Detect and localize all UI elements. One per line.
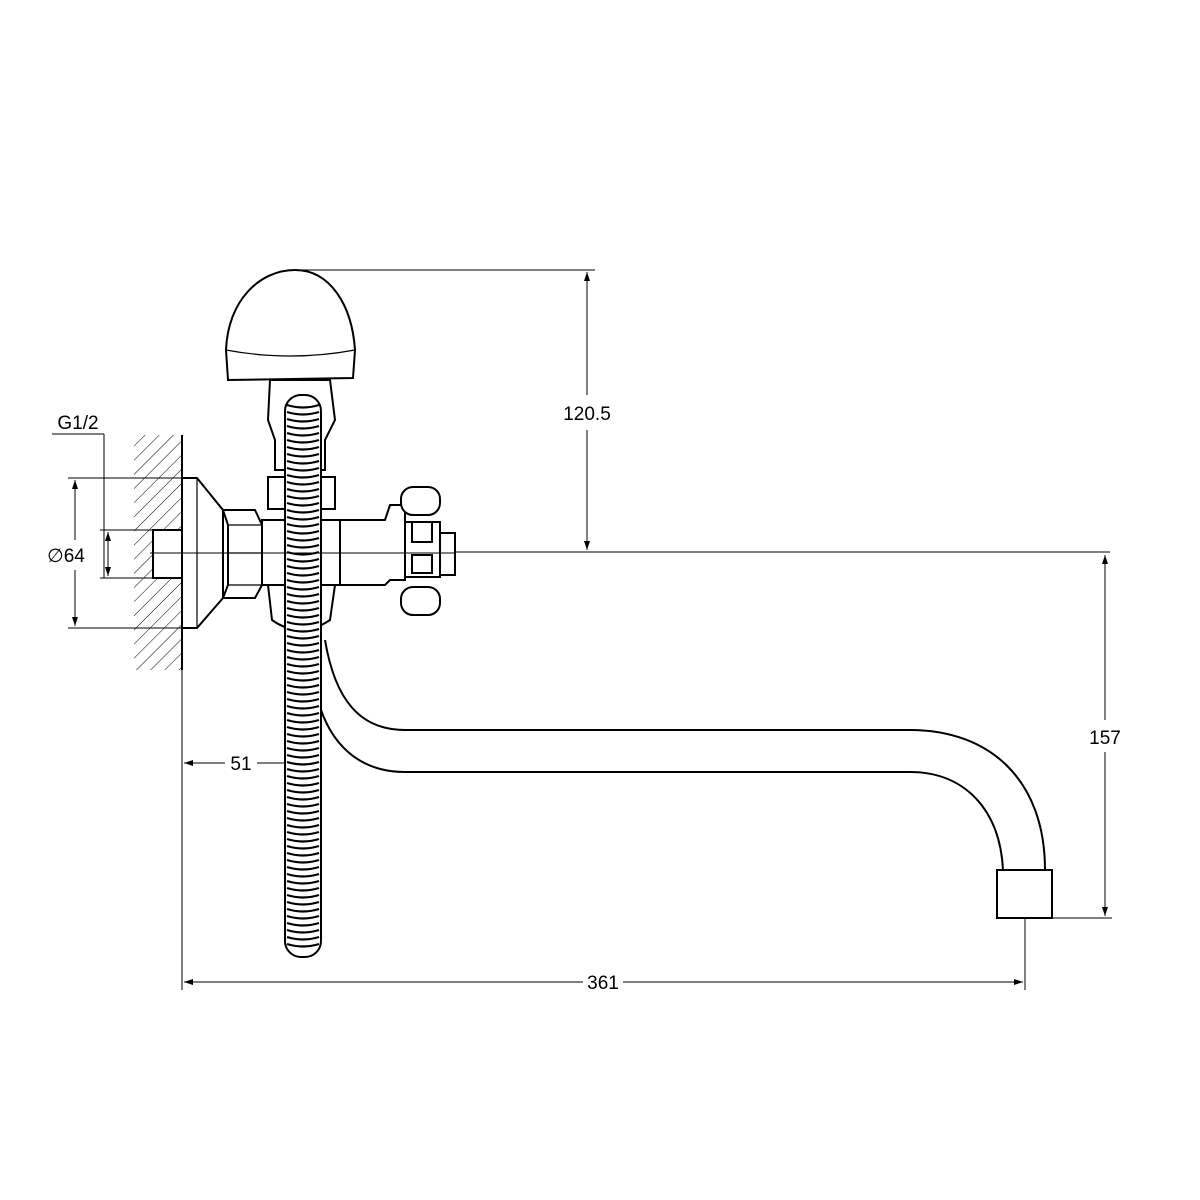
hose-coil [286,753,320,759]
hose-coil [286,683,320,689]
label-thread: G1/2 [57,413,98,434]
hose-coil [286,410,320,416]
dim-wall-offset [181,670,285,990]
hose-coil [286,501,320,507]
hose-coil [286,886,320,892]
spout [317,639,1053,919]
hose-coil [286,697,320,703]
hose-coil [286,606,320,612]
hose-coil [286,641,320,647]
hose-coil [286,676,320,682]
hose-coil [286,718,320,724]
hose-coil [286,543,320,549]
hose-coil [286,732,320,738]
hose-coil [286,403,320,409]
hose-coil [286,865,320,871]
hose-coil [286,508,320,514]
hose-coil [286,620,320,626]
hose-coil [286,942,320,948]
hose-coil [286,900,320,906]
hose-coil [286,739,320,745]
dim-spout-drop [1025,555,1112,919]
hose-coil [286,837,320,843]
hose-coil [286,417,320,423]
hose-coil [286,760,320,766]
hose-coil [286,704,320,710]
hose-coil [286,648,320,654]
hose-coil [286,452,320,458]
label-spout-drop: 157 [1089,728,1121,749]
hose-coil [286,851,320,857]
shower-hose [284,394,322,958]
hose-coil [286,788,320,794]
hose-coil [286,424,320,430]
hose-coil [286,515,320,521]
hose-coil [286,487,320,493]
hose-coil [286,529,320,535]
hose-coil [286,466,320,472]
label-shower-height: 120.5 [563,404,611,425]
hose-coil [286,592,320,598]
hose-coil [286,578,320,584]
hose-coil [286,669,320,675]
hose-coil [286,627,320,633]
hose-coil [286,809,320,815]
hose-coil [286,774,320,780]
hose-coil [286,571,320,577]
label-spout-reach: 361 [587,973,619,994]
hose-coil [286,557,320,563]
hose-coil [286,907,320,913]
hose-coil [286,494,320,500]
hose-coil [286,445,320,451]
hose-coil [286,613,320,619]
label-flange-diameter: ∅64 [47,546,85,567]
hose-coil [286,935,320,941]
hose-coil [286,634,320,640]
hose-coil [286,879,320,885]
hose-coil [286,662,320,668]
dim-thread [52,433,153,579]
hose-coil [286,795,320,801]
hose-coil [286,431,320,437]
hose-coil [286,823,320,829]
hose-coil [286,690,320,696]
hose-coil [286,599,320,605]
hose-coil [286,746,320,752]
hose-coil [286,893,320,899]
hose-coil [286,830,320,836]
hose-coil [286,872,320,878]
hose-coil [286,536,320,542]
dim-shower-height [300,269,595,550]
hose-coil [286,858,320,864]
hose-coil [286,725,320,731]
hose-coil [286,438,320,444]
label-wall-offset: 51 [230,754,251,775]
dim-spout-reach [184,918,1026,990]
dim-flange-diameter [68,477,182,629]
hose-coil [286,844,320,850]
hose-coil [286,781,320,787]
hose-coil [286,802,320,808]
hose-coil [286,473,320,479]
hose-coil [286,655,320,661]
hose-coil [286,711,320,717]
hose-coil [286,921,320,927]
hose-coil [286,928,320,934]
hose-coil [286,914,320,920]
cross-handle [400,486,441,616]
hose-coil [286,767,320,773]
hose-coil [286,564,320,570]
hose-coil [286,480,320,486]
shower-head [224,268,357,382]
hose-coil [286,816,320,822]
hex-nut [221,509,263,599]
hose-coil [286,459,320,465]
hose-coil [286,522,320,528]
hose-coil [286,585,320,591]
